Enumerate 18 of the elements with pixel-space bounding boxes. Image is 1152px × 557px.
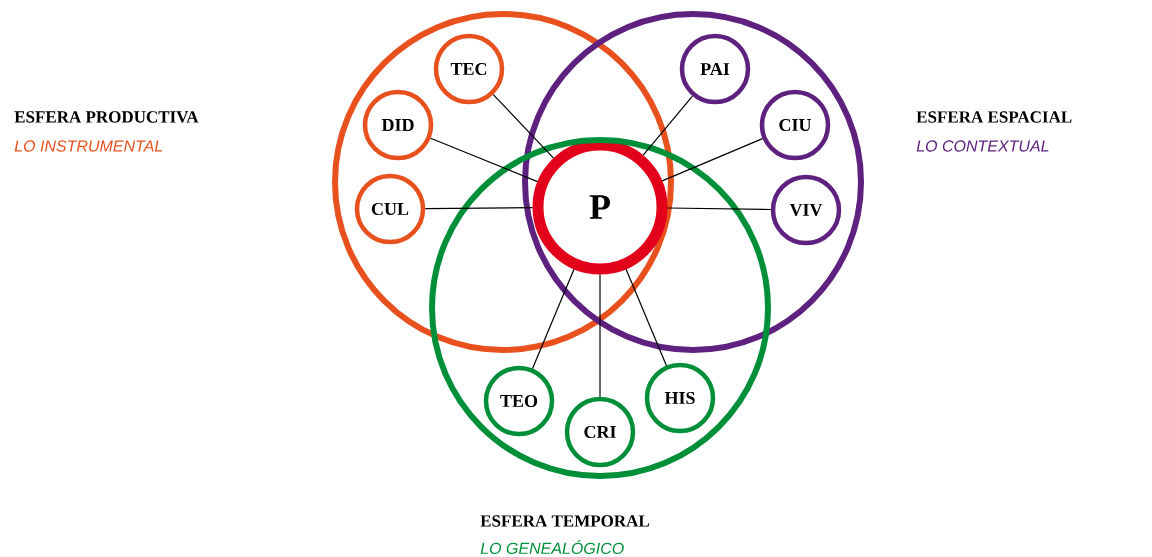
connector-line	[642, 95, 694, 156]
connector-line	[666, 207, 772, 211]
connector-line	[599, 273, 601, 398]
sphere-heading: ESFERA PRODUCTIVA	[14, 111, 199, 123]
sphere-subtitle: LO CONTEXTUAL	[916, 140, 1049, 152]
connector-line	[430, 137, 539, 183]
connector-line	[492, 93, 555, 159]
connector-line	[661, 138, 764, 182]
connector-line	[424, 207, 534, 210]
sphere-circle	[429, 137, 771, 479]
sphere-circle	[332, 11, 674, 353]
connector-line	[625, 268, 667, 367]
sphere-heading: ESFERA TEMPORAL	[480, 515, 650, 527]
sphere-circle	[522, 11, 864, 353]
sphere-subtitle: LO GENEALÓGICO	[480, 539, 624, 554]
sphere-heading: ESFERA ESPACIAL	[916, 111, 1072, 123]
sphere-subtitle: LO INSTRUMENTAL	[14, 140, 163, 152]
connector-line	[532, 268, 575, 370]
